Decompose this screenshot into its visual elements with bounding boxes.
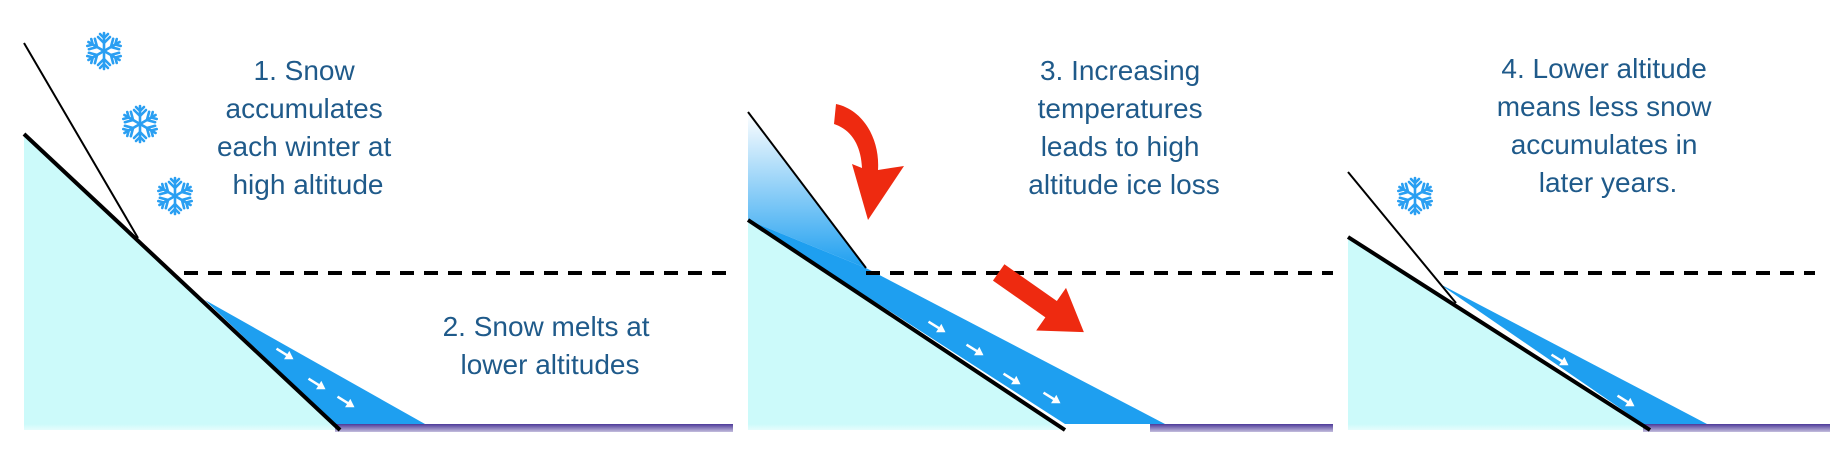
ground-fade: [24, 424, 733, 436]
panel-3: 4. Lower altitude means less snow accumu…: [1346, 53, 1830, 436]
flow-arrow-icon: [275, 347, 294, 360]
flow-arrow-icon: [1042, 391, 1061, 404]
mountain-surface-line: [1346, 235, 1652, 432]
flow-arrow-icon: [927, 320, 946, 333]
ground-fade: [748, 424, 1333, 436]
glacier-ice: [748, 220, 1165, 424]
snowflake-icon: [156, 178, 193, 214]
snowfall-line: [23, 42, 139, 239]
curved-arrow-icon: [834, 104, 904, 220]
flow-arrow-icon: [965, 343, 984, 356]
caption-step-2: 2. Snow melts at lower altitudes: [443, 311, 658, 380]
flow-arrow-icon: [1550, 353, 1569, 366]
snowfall-line: [1347, 171, 1457, 304]
mountain-surface-line: [22, 132, 342, 432]
caption-step-1: 1. Snow accumulates each winter at high …: [217, 55, 399, 200]
caption-step-4: 4. Lower altitude means less snow accumu…: [1497, 53, 1720, 198]
melt-arrow-icon: [992, 264, 1084, 333]
ground-fade: [1348, 424, 1830, 436]
snowflake-icon: [1396, 178, 1433, 214]
snowfall-line: [747, 111, 867, 269]
glacier-ice: [1438, 283, 1707, 424]
panel-1: 1. Snow accumulates each winter at high …: [22, 33, 733, 436]
mountain-surface-line: [746, 218, 1067, 432]
snowflake-icon: [121, 106, 158, 142]
snowflake-icon: [85, 33, 122, 69]
caption-step-3: 3. Increasing temperatures leads to high…: [1028, 55, 1219, 200]
flow-arrow-icon: [336, 395, 355, 408]
flow-arrow-icon: [307, 377, 326, 390]
flow-arrow-icon: [1002, 372, 1021, 385]
glacier-ice: [205, 300, 425, 424]
flow-arrow-icon: [1616, 394, 1635, 407]
panel-2: 3. Increasing temperatures leads to high…: [746, 55, 1333, 436]
